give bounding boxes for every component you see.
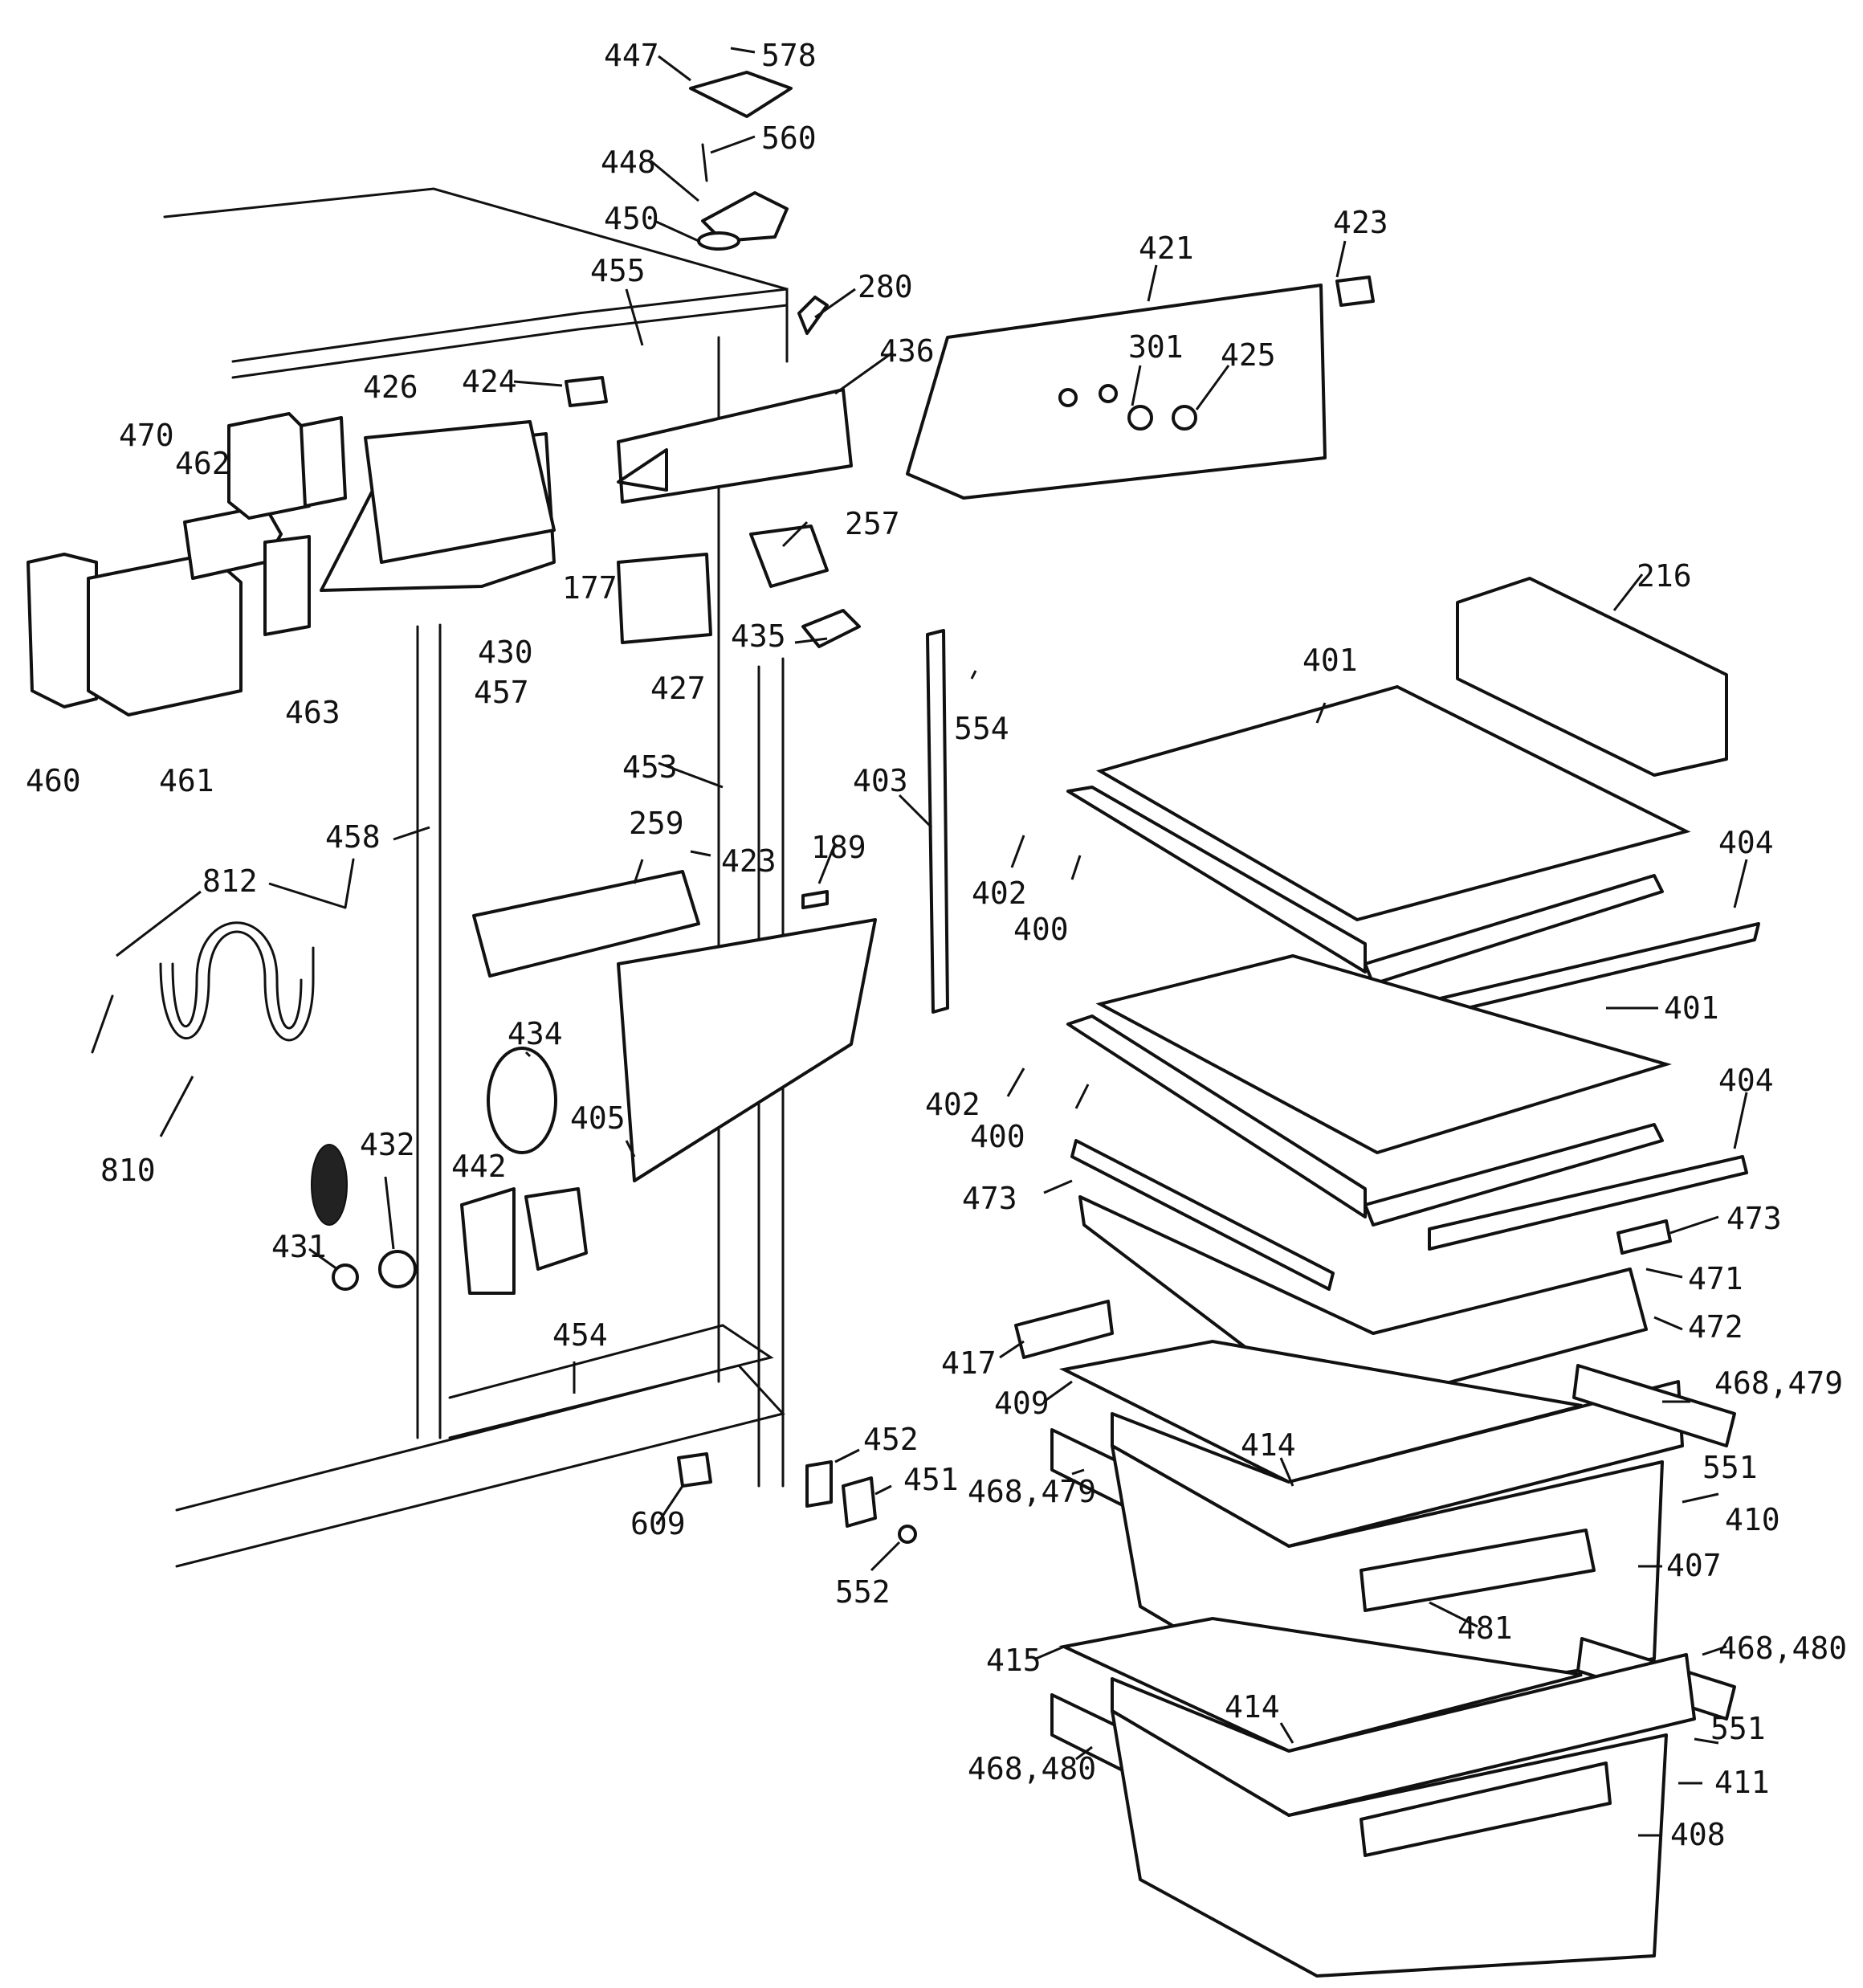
cabinet-frame	[163, 187, 789, 1568]
callout: 457	[474, 675, 529, 710]
callout: 400	[1013, 912, 1069, 947]
callout: 408	[1670, 1817, 1726, 1852]
callout: 461	[159, 763, 214, 798]
callout: 407	[1666, 1548, 1722, 1583]
callout: 177	[562, 570, 618, 606]
shelves-and-drawers	[1014, 577, 1760, 1978]
middle-parts	[311, 420, 949, 1295]
callout: 280	[858, 269, 913, 304]
callout: 481	[1457, 1610, 1513, 1646]
drain-heater	[91, 858, 355, 1054]
leader-lines	[116, 47, 1748, 1837]
callout: 810	[100, 1153, 156, 1188]
callout: 423	[721, 843, 777, 879]
callout: 404	[1718, 825, 1774, 860]
callout: 812	[202, 863, 258, 899]
callout: 473	[1726, 1201, 1782, 1236]
callout: 578	[761, 38, 817, 73]
callout: 426	[363, 369, 418, 405]
callout: 409	[994, 1386, 1050, 1421]
callout: 551	[1710, 1711, 1766, 1746]
callout: 455	[590, 253, 646, 288]
callout: 468,479	[1714, 1365, 1843, 1401]
callout: 450	[604, 201, 659, 236]
control-panel	[906, 276, 1375, 500]
callout: 431	[271, 1229, 327, 1264]
callout: 301	[1128, 329, 1184, 365]
callout: 414	[1225, 1689, 1280, 1725]
callout: 432	[360, 1127, 415, 1162]
callout: 463	[285, 695, 340, 730]
callout: 448	[601, 145, 656, 180]
callout: 401	[1664, 990, 1719, 1026]
callout: 551	[1702, 1450, 1758, 1485]
callout: 189	[811, 830, 866, 865]
callout: 415	[986, 1643, 1042, 1678]
callout: 411	[1714, 1765, 1770, 1800]
callout: 414	[1241, 1427, 1296, 1463]
callout: 435	[731, 618, 786, 654]
callout: 436	[879, 333, 935, 369]
callout: 458	[325, 819, 381, 855]
callout: 216	[1637, 558, 1692, 594]
callout: 609	[630, 1506, 686, 1541]
callout: 468,480	[968, 1751, 1096, 1786]
callout: 402	[925, 1087, 980, 1122]
callout: 257	[845, 506, 900, 541]
callout: 403	[853, 763, 908, 798]
callout: 401	[1302, 643, 1358, 678]
callout: 259	[629, 806, 684, 841]
callout: 410	[1725, 1502, 1780, 1537]
callout: 471	[1688, 1261, 1743, 1296]
callout: 447	[604, 38, 659, 73]
callout: 421	[1139, 231, 1194, 266]
callout: 468,480	[1718, 1631, 1847, 1666]
callout: 404	[1718, 1063, 1774, 1098]
callout: 453	[622, 749, 678, 785]
callout: 460	[26, 763, 81, 798]
callout: 434	[508, 1016, 563, 1051]
callout: 430	[478, 635, 533, 670]
callout: 423	[1333, 205, 1388, 240]
callout: 470	[119, 418, 174, 453]
callout: 425	[1221, 337, 1276, 373]
top-hinge-parts	[689, 71, 829, 335]
callout-labels: 447 578 560 448 450 455 280 421 423 436 …	[26, 38, 1847, 1852]
callout: 400	[970, 1119, 1025, 1154]
callout: 402	[972, 876, 1027, 911]
callout: 424	[462, 364, 517, 399]
callout: 452	[863, 1422, 919, 1457]
callout: 552	[835, 1574, 891, 1610]
bottom-small-parts	[677, 1452, 917, 1544]
callout: 454	[552, 1317, 608, 1353]
callout: 554	[954, 711, 1009, 746]
callout: 417	[941, 1345, 997, 1381]
callout: 442	[451, 1149, 507, 1184]
callout: 468,479	[968, 1474, 1096, 1509]
callout: 473	[962, 1181, 1017, 1216]
callout: 462	[175, 446, 230, 481]
callout: 405	[570, 1100, 626, 1136]
callout: 560	[761, 120, 817, 156]
callout: 472	[1688, 1309, 1743, 1345]
callout: 451	[903, 1462, 959, 1497]
callout: 427	[650, 671, 706, 706]
